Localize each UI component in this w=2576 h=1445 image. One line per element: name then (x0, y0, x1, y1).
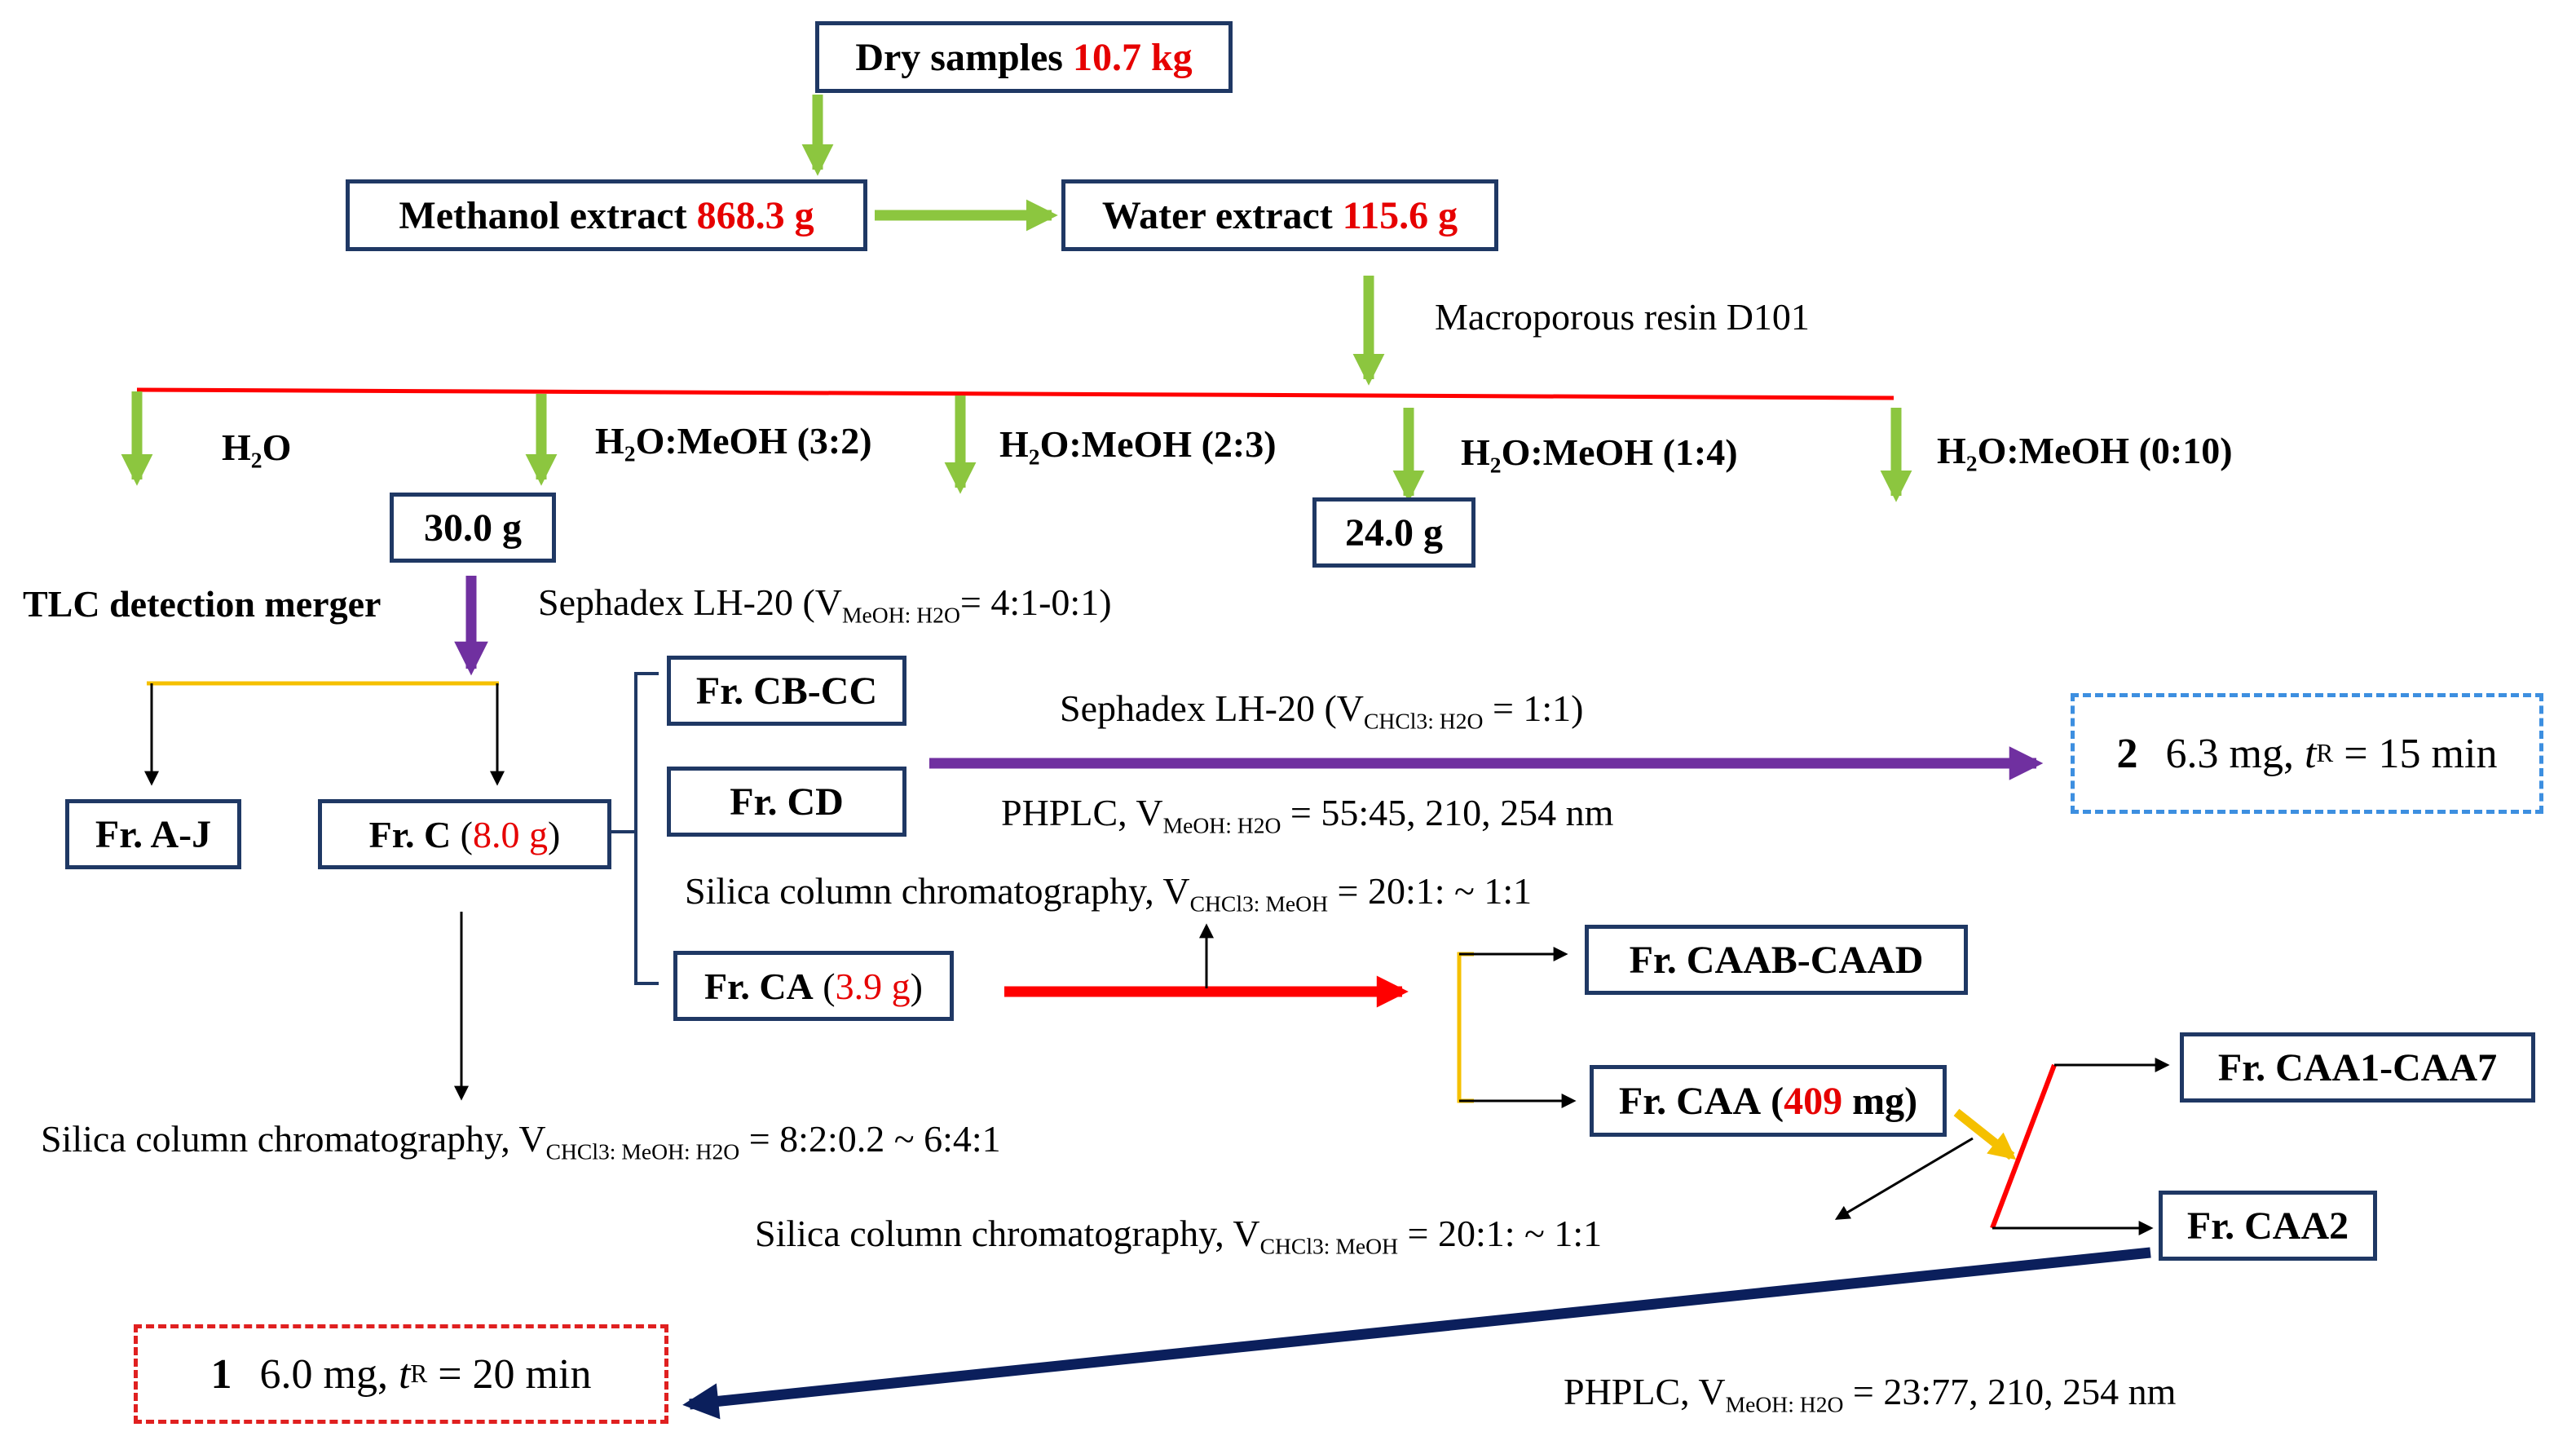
node-fr-aj: Fr. A-J (65, 799, 241, 869)
bracket-frc (634, 672, 659, 985)
node-fr-c: Fr. C (8.0 g) (318, 799, 611, 869)
zline (1990, 1063, 2057, 1230)
arrow-caa2-to-1 (682, 1247, 2151, 1420)
label-phplc-2: PHPLC, VMeOH: H2O = 23:77, 210, 254 nm (1564, 1371, 2177, 1417)
eluent-2-3: H2O:MeOH (2:3) (999, 423, 1277, 470)
node-water-extract: Water extract 115.6 g (1061, 179, 1498, 251)
arrow-to-silica3 (1834, 1137, 1974, 1220)
eluent-3-2: H2O:MeOH (3:2) (595, 420, 872, 466)
node-30g: 30.0 g (390, 493, 556, 563)
node-fr-cd: Fr. CD (667, 767, 906, 837)
node-fr-cbcc: Fr. CB-CC (667, 656, 906, 726)
bracket-caa (1457, 952, 1474, 1103)
node-fr-ca: Fr. CA (3.9 g) (673, 951, 954, 1021)
node-24g: 24.0 g (1312, 497, 1475, 568)
arrow-caa-diag (1953, 1108, 2017, 1160)
label-phplc-1: PHPLC, VMeOH: H2O = 55:45, 210, 254 nm (1001, 792, 1614, 838)
node-fr-caab: Fr. CAAB-CAAD (1585, 925, 1968, 995)
label-tlc: TLC detection merger (23, 583, 382, 625)
label-sephadex-1: Sephadex LH-20 (VMeOH: H2O= 4:1-0:1) (538, 581, 1112, 628)
label-resin: Macroporous resin D101 (1435, 296, 1810, 338)
elution-line (136, 387, 1895, 400)
label-silica-3: Silica column chromatography, VCHCl3: Me… (755, 1213, 1603, 1259)
node-dry-samples: Dry samples 10.7 kg (815, 21, 1233, 93)
node-fr-caa2: Fr. CAA2 (2159, 1191, 2377, 1261)
eluent-h2o: H2O (222, 426, 292, 473)
node-fr-caa1-caa7: Fr. CAA1-CAA7 (2180, 1032, 2535, 1103)
eluent-0-10: H2O:MeOH (0:10) (1937, 430, 2233, 476)
label-silica-2: Silica column chromatography, VCHCl3: Me… (41, 1118, 1001, 1164)
eluent-1-4: H2O:MeOH (1:4) (1461, 431, 1738, 478)
node-fr-caa: Fr. CAA (409 mg) (1590, 1065, 1947, 1137)
label-silica-1: Silica column chromatography, VCHCl3: Me… (685, 870, 1533, 917)
node-methanol-extract: Methanol extract 868.3 g (346, 179, 867, 251)
label-sephadex-2: Sephadex LH-20 (VCHCl3: H2O = 1:1) (1060, 687, 1584, 734)
